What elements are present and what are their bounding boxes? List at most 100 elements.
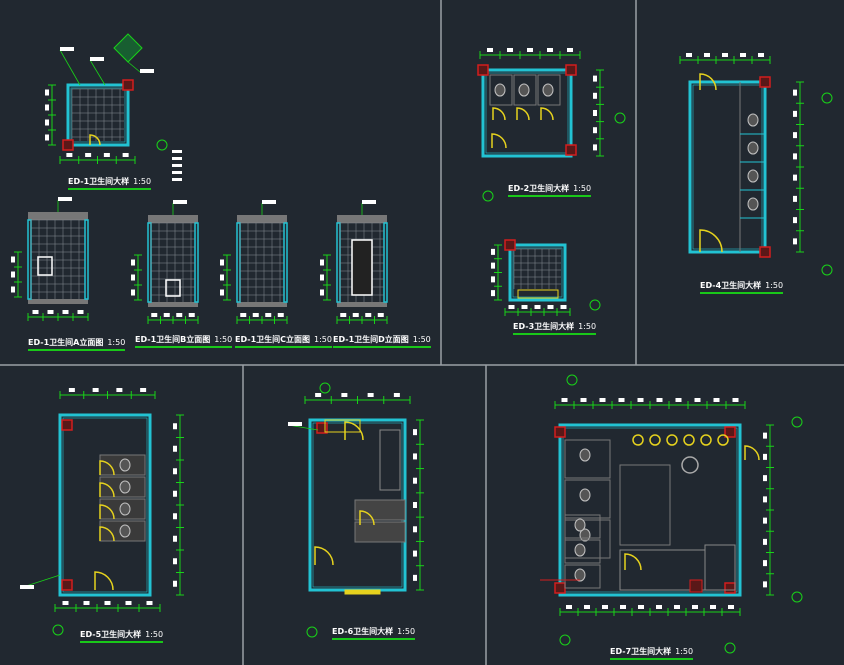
washbasin <box>700 434 712 446</box>
door-swing <box>516 107 530 121</box>
dimension-text <box>593 75 597 82</box>
dimension-text <box>793 195 797 202</box>
stall <box>564 539 601 564</box>
wall <box>558 423 742 597</box>
column <box>759 76 771 88</box>
dimension-text <box>66 153 73 157</box>
title-scale: 1:50 <box>145 630 164 639</box>
dimension-text <box>763 453 767 460</box>
stall <box>537 74 561 106</box>
column <box>724 426 736 438</box>
door-swing <box>99 482 115 498</box>
door-swing <box>344 421 364 441</box>
floor-band <box>28 299 88 304</box>
level-text <box>172 164 182 167</box>
toilet <box>119 502 131 516</box>
dimension-text <box>173 490 177 497</box>
dimension-text <box>566 605 572 609</box>
column <box>122 79 134 91</box>
title-scale: 1:50 <box>397 627 416 636</box>
title-scale: 1:50 <box>675 647 694 656</box>
toilet <box>747 113 759 127</box>
dimension-text <box>593 127 597 134</box>
toilet <box>747 197 759 211</box>
dimension-text <box>173 580 177 587</box>
ceiling-band <box>28 212 88 220</box>
dimension-text <box>176 313 183 317</box>
dimension-text <box>508 305 515 309</box>
dimension-text <box>527 48 533 52</box>
title-text: ED-3卫生间大样 <box>513 322 575 331</box>
dimension-text <box>675 398 682 402</box>
column <box>689 579 703 593</box>
dimension-text <box>793 217 797 224</box>
wall-section <box>147 222 152 303</box>
door-swing <box>624 553 642 571</box>
dimension-text <box>352 313 359 317</box>
door-swing <box>314 546 334 566</box>
dimension-text <box>320 274 324 281</box>
wall-section <box>383 222 388 303</box>
vent <box>324 419 361 433</box>
dimension-text <box>793 238 797 245</box>
dimension-text <box>491 248 495 255</box>
dimension-text <box>315 393 322 397</box>
column <box>504 239 516 251</box>
column <box>554 582 566 594</box>
dimension-text <box>580 398 587 402</box>
title-text: ED-1卫生间D立面图 <box>333 335 409 344</box>
dimension-text <box>599 398 606 402</box>
door-swing <box>359 510 375 526</box>
dimension-text <box>593 144 597 151</box>
title-text: ED-2卫生间大样 <box>508 184 570 193</box>
door-swing <box>744 445 760 461</box>
stall <box>564 514 601 539</box>
title-text: ED-1卫生间大样 <box>68 177 130 186</box>
dimension-text <box>173 535 177 542</box>
title-scale: 1:50 <box>412 335 431 344</box>
dimension-text <box>220 274 224 281</box>
toilet-elevation <box>165 279 181 297</box>
column <box>554 426 566 438</box>
dimension-text <box>732 398 739 402</box>
toilet <box>542 83 554 97</box>
leader-line <box>127 61 141 73</box>
title-text: ED-1卫生间C立面图 <box>235 335 311 344</box>
stall <box>354 499 406 521</box>
axis-bubble <box>791 591 803 603</box>
dimension-text <box>125 601 132 605</box>
door-swing <box>699 73 717 91</box>
title-scale: 1:50 <box>214 335 233 344</box>
dimension-text <box>740 53 746 57</box>
wall-inner <box>692 84 763 250</box>
dimension-text <box>413 429 417 436</box>
wall <box>66 83 130 147</box>
dimension-text <box>320 289 324 296</box>
dimension-text <box>173 445 177 452</box>
column <box>724 582 736 594</box>
dimension-text <box>393 393 400 397</box>
toilet <box>579 488 591 502</box>
dimension-text <box>602 605 608 609</box>
dimension-text <box>491 262 495 269</box>
wall <box>481 68 573 158</box>
title-text: ED-1卫生间A立面图 <box>28 338 104 347</box>
dimension-text <box>547 305 554 309</box>
toilet <box>574 518 586 532</box>
dimension-text <box>140 388 147 392</box>
axis-bubble <box>156 139 168 151</box>
wall-section <box>283 222 288 303</box>
dimension-text <box>704 53 710 57</box>
note-text <box>140 69 154 73</box>
axis-bubble <box>559 634 571 646</box>
dimension-text <box>45 119 49 126</box>
dimension-text <box>507 48 513 52</box>
door-swing <box>492 107 506 121</box>
